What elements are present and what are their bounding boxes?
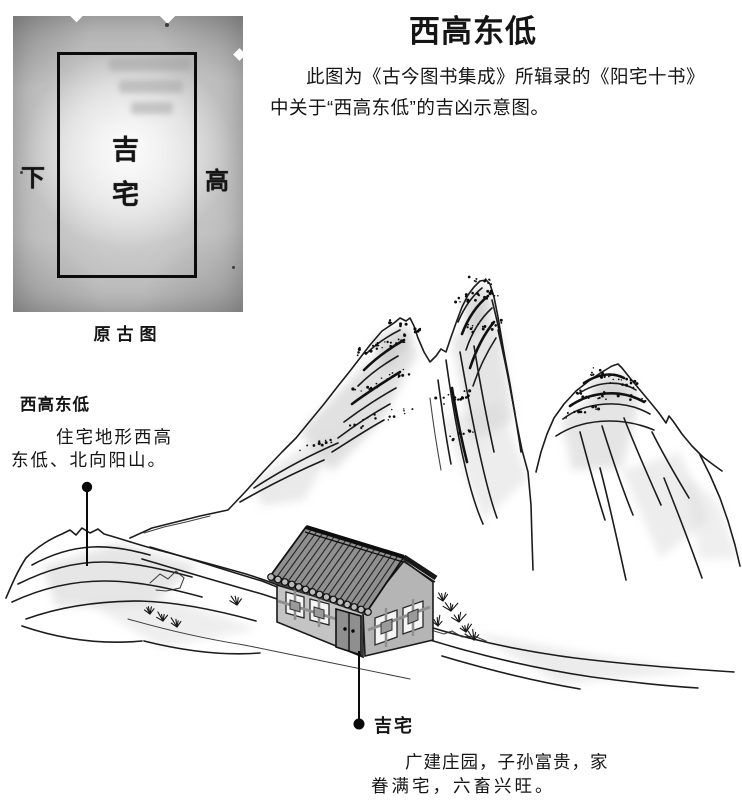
house xyxy=(267,524,438,659)
bleed-through-text xyxy=(109,58,191,71)
bleed-through-text xyxy=(119,80,183,93)
house-callout-label: 吉宅 xyxy=(374,716,414,736)
window-center-square xyxy=(407,608,419,625)
terrain-callout-desc-line1: 住宅地形西高 xyxy=(56,427,173,447)
terrain-callout-desc-line2: 东低、北向阳山。 xyxy=(11,450,167,470)
diagram-label-high: 高 xyxy=(205,169,229,195)
terrain-callout-label: 西高东低 xyxy=(20,396,90,414)
roof-rear-edge xyxy=(402,554,438,581)
window-rail xyxy=(367,605,431,632)
ancient-diagram-panel: 吉 宅 下 高 xyxy=(13,5,246,312)
house-callout-desc-line1: 广建庄园，子孙富贵，家 xyxy=(405,752,609,772)
roof-tile-lines xyxy=(276,528,399,609)
window-center-square xyxy=(313,606,325,620)
grass-tufts xyxy=(143,592,480,641)
intro-text-line1: 此图为《古今图书集成》所辑录的《阳宅十书》 xyxy=(306,66,706,87)
ink-texture-dots xyxy=(299,275,647,452)
east-slope xyxy=(419,623,735,690)
roof-verge-line xyxy=(402,560,436,583)
door-handle xyxy=(351,629,355,633)
intro-text-line2: 中关于“西高东低”的吉凶示意图。 xyxy=(270,97,550,118)
diagram-caption: 原古图 xyxy=(93,325,163,344)
roof-ridge-shadow xyxy=(304,531,404,563)
house-callout-desc-line2: 眷满宅，六畜兴旺。 xyxy=(371,776,556,796)
diagram-label-ji: 吉 xyxy=(112,135,139,165)
roof-ridge xyxy=(305,524,405,560)
ink-speck xyxy=(20,171,23,174)
mountain-range xyxy=(129,279,741,581)
bleed-through-text xyxy=(131,102,173,114)
house-callout-bullet xyxy=(353,718,365,730)
ink-speck xyxy=(232,266,235,269)
callouts xyxy=(81,481,365,730)
page-title: 西高东低 xyxy=(409,14,537,49)
diagram-label-zhai: 宅 xyxy=(112,180,139,210)
round-tile-ends xyxy=(267,573,372,616)
diagram-label-low: 下 xyxy=(21,166,45,192)
foreground-hill xyxy=(5,527,411,680)
ink-speck xyxy=(165,23,169,27)
window-center-square xyxy=(380,618,393,635)
door-handle xyxy=(343,627,347,631)
window-center-square xyxy=(289,599,301,613)
terrain-callout-bullet xyxy=(81,481,93,493)
